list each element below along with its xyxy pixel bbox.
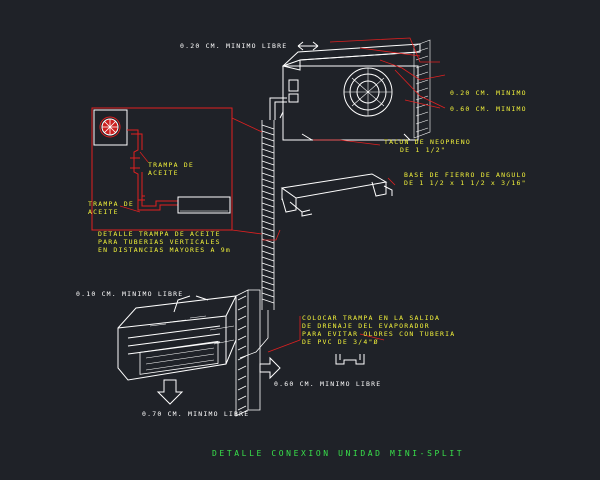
detail-note-line-3: EN DISTANCIAS MAYORES A 9m: [98, 246, 231, 254]
clearance-arrow-top: [297, 41, 319, 51]
condenser-unit: [281, 43, 421, 141]
refrigerant-pipes: [269, 97, 287, 120]
drain-note-line-4: DE PVC DE 3/4"Ø: [302, 338, 379, 346]
vertical-pipe: [239, 120, 275, 359]
neoprene-pad-label-2: DE 1 1/2": [400, 146, 447, 154]
angle-base-label-2: DE 1 1/2 x 1 1/2 x 3/16": [404, 179, 527, 187]
angle-base-label-1: BASE DE FIERRO DE ANGULO: [404, 171, 527, 179]
oil-trap-bottom-label-1: TRAMPA DE: [88, 200, 135, 208]
drain-leader: [267, 316, 385, 353]
indoor-clearance-arrows: [156, 295, 281, 405]
detail-leaders: [231, 117, 281, 241]
condenser-wall: [413, 39, 431, 139]
indoor-clearance-bottom-label: 0.70 CM. MINIMO LIBRE: [142, 410, 250, 418]
outdoor-clearance-back-label-2: 0.60 CM. MINIMO: [450, 105, 527, 113]
angle-iron-base: [280, 173, 393, 217]
drain-note-line-3: PARA EVITAR OLORES CON TUBERIA: [302, 330, 456, 338]
oil-trap-detail-box: [91, 107, 233, 231]
indoor-wall: [235, 289, 261, 417]
outdoor-clearance-top-label: 0.20 CM. MINIMO LIBRE: [180, 42, 288, 50]
drain-note-line-1: COLOCAR TRAMPA EN LA SALIDA: [302, 314, 441, 322]
detail-note-line-2: PARA TUBERIAS VERTICALES: [98, 238, 221, 246]
detail-note-line-1: DETALLE TRAMPA DE ACEITE: [98, 230, 221, 238]
outdoor-clearance-back-label-1: 0.20 CM. MINIMO: [450, 89, 527, 97]
indoor-clearance-side-label: 0.60 CM. MINIMO LIBRE: [274, 380, 382, 388]
indoor-unit: [117, 295, 237, 381]
oil-trap-top-label-2: ACEITE: [148, 169, 179, 177]
drain-trap: [335, 354, 365, 365]
oil-trap-top-label-1: TRAMPA DE: [148, 161, 195, 169]
drawing-title: DETALLE CONEXION UNIDAD MINI-SPLIT: [212, 449, 465, 458]
indoor-clearance-top-label: 0.10 CM. MINIMO LIBRE: [76, 290, 184, 298]
oil-trap-bottom-label-2: ACEITE: [88, 208, 119, 216]
condenser-leaders: [313, 37, 446, 186]
neoprene-pad-label-1: TACON DE NEOPRENO: [384, 138, 471, 146]
drain-note-line-2: DE DRENAJE DEL EVAPORADOR: [302, 322, 430, 330]
